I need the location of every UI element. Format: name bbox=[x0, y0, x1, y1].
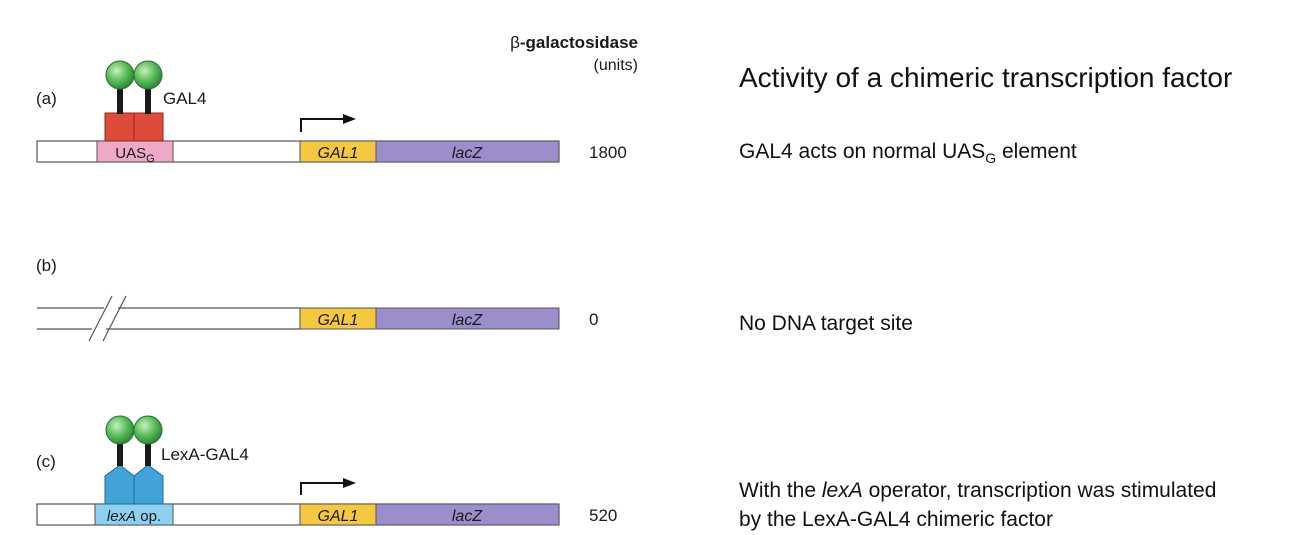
activation-domain-right bbox=[133, 415, 163, 445]
transcription-arrowhead bbox=[343, 478, 356, 488]
gal4-label: GAL4 bbox=[163, 89, 206, 108]
description-c-line2: by the LexA-GAL4 chimeric factor bbox=[739, 508, 1053, 531]
panel-c-label: (c) bbox=[36, 452, 56, 471]
description-c-line1: With the lexA operator, transcription wa… bbox=[739, 476, 1216, 505]
gal1-label: GAL1 bbox=[318, 145, 359, 162]
gal1-label: GAL1 bbox=[318, 508, 359, 525]
description-c-pre: With the bbox=[739, 479, 822, 502]
linker-right bbox=[145, 438, 151, 466]
lacz-gene bbox=[375, 503, 560, 526]
transcription-arrow bbox=[300, 482, 345, 495]
panel-a-label: (a) bbox=[36, 89, 57, 108]
panel-a: (a) UASG GAL1 lacZ GAL4 1800 bbox=[36, 60, 627, 165]
lexa-dbd-right bbox=[133, 464, 164, 505]
panel-c: (c) lexA op. GAL1 lacZ LexA-GAL4 520 bbox=[36, 415, 617, 526]
description-a: GAL4 acts on normal UASG element bbox=[739, 137, 1077, 173]
lacz-label: lacZ bbox=[452, 145, 483, 162]
activation-domain-left bbox=[105, 60, 135, 90]
description-c-italic: lexA bbox=[821, 479, 863, 502]
linker-left bbox=[117, 82, 123, 114]
lacz-label: lacZ bbox=[452, 312, 483, 329]
panel-b: (b) GAL1 lacZ 0 bbox=[36, 256, 598, 342]
lexa-dbd-left bbox=[104, 464, 135, 505]
lexa-operator-label: lexA op. bbox=[107, 508, 161, 525]
description-b: No DNA target site bbox=[739, 312, 913, 335]
description-a-end: element bbox=[996, 140, 1077, 163]
panel-b-label: (b) bbox=[36, 256, 57, 275]
activation-domain-right bbox=[133, 60, 163, 90]
gal4-dbd-right bbox=[133, 112, 164, 142]
activation-domain-left bbox=[105, 415, 135, 445]
transcription-diagram: β-galactosidase (units) (a) UASG GAL1 la… bbox=[36, 33, 638, 526]
uas-label: UASG bbox=[115, 145, 154, 165]
break-mark-right bbox=[102, 295, 127, 342]
lacz-label: lacZ bbox=[452, 508, 483, 525]
lexa-gal4-dimer bbox=[104, 415, 164, 505]
value-c: 520 bbox=[589, 506, 617, 525]
description-c: With the lexA operator, transcription wa… bbox=[739, 476, 1216, 534]
value-b: 0 bbox=[589, 310, 598, 329]
gal4-dimer bbox=[104, 60, 164, 142]
linker-right bbox=[145, 82, 151, 114]
transcription-arrow bbox=[300, 118, 345, 132]
units-label: (units) bbox=[594, 57, 638, 74]
value-a: 1800 bbox=[589, 143, 627, 162]
beta-galactosidase-header: β-galactosidase bbox=[510, 33, 638, 52]
break-mark-left bbox=[88, 295, 113, 342]
description-a-main: GAL4 acts on normal UAS bbox=[739, 140, 986, 163]
lexa-gal4-label: LexA-GAL4 bbox=[161, 445, 249, 464]
diagram-title: Activity of a chimeric transcription fac… bbox=[739, 62, 1233, 93]
gal4-dbd-left bbox=[104, 112, 135, 142]
description-a-subscript: G bbox=[985, 150, 997, 167]
gal1-label: GAL1 bbox=[318, 312, 359, 329]
linker-left bbox=[117, 438, 123, 466]
transcription-arrowhead bbox=[343, 114, 356, 124]
description-c-post: operator, transcription was stimulated bbox=[862, 479, 1217, 502]
lacz-gene bbox=[375, 307, 560, 330]
lacz-gene bbox=[375, 140, 560, 163]
